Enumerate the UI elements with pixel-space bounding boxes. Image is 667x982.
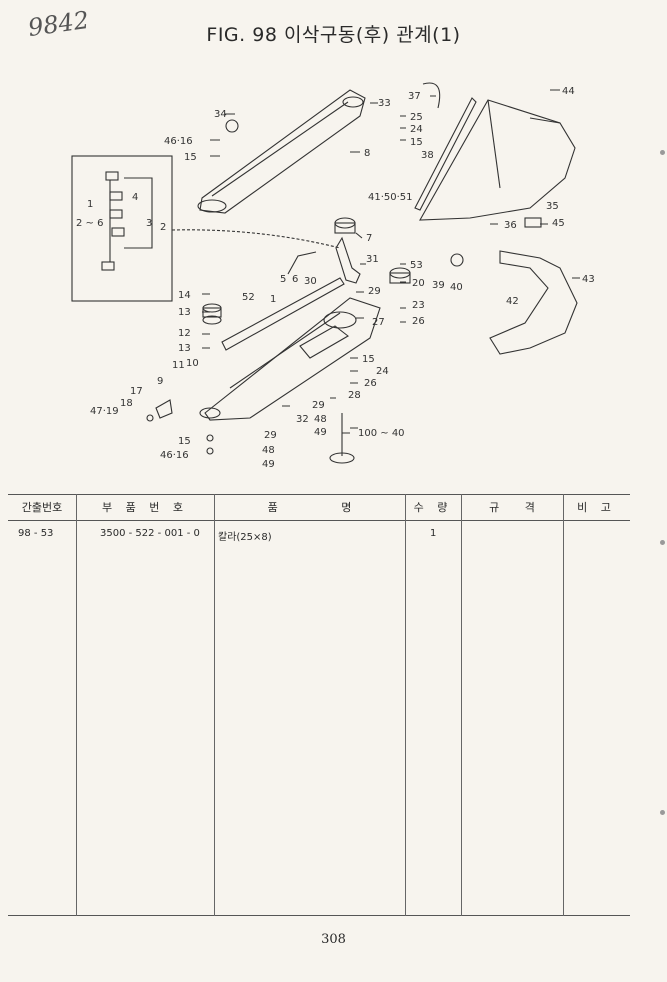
label-2: 2 bbox=[160, 222, 166, 233]
label-11: 11 bbox=[172, 360, 185, 371]
label-27: 27 bbox=[372, 317, 385, 328]
lower-chain-case bbox=[204, 297, 381, 421]
label-37: 37 bbox=[408, 91, 421, 102]
label-39: 39 bbox=[432, 280, 445, 291]
label-2-6: 2 ~ 6 bbox=[76, 218, 103, 229]
label-28: 28 bbox=[348, 390, 361, 401]
parts-table: 간출번호 부 품 번 호 품 명 수 량 규 격 비 고 98 - 53 350… bbox=[8, 494, 630, 916]
label-13: 13 bbox=[178, 307, 191, 318]
label-29: 29 bbox=[368, 286, 381, 297]
label-29b: 29 bbox=[312, 400, 325, 411]
row-name: 칼라(25×8) bbox=[218, 532, 272, 543]
row-part-no: 3500 - 522 - 001 - 0 bbox=[100, 528, 200, 539]
label-25: 25 bbox=[410, 112, 423, 123]
label-10: 10 bbox=[186, 358, 199, 369]
label-30: 30 bbox=[304, 276, 317, 287]
figure-title: FIG. 98 이삭구동(후) 관계(1) bbox=[206, 24, 461, 46]
page-number: 308 bbox=[321, 932, 346, 947]
label-24b: 24 bbox=[376, 366, 389, 377]
label-46-16: 46·16 bbox=[164, 136, 193, 147]
label-26: 26 bbox=[412, 316, 425, 327]
label-8: 8 bbox=[364, 148, 370, 159]
label-15b: 15 bbox=[410, 137, 423, 148]
label-15c: 15 bbox=[362, 354, 375, 365]
label-52: 52 bbox=[242, 292, 255, 303]
header-spec: 규 격 bbox=[489, 501, 535, 514]
label-23: 23 bbox=[412, 300, 425, 311]
row-qty: 1 bbox=[430, 528, 437, 539]
binding-hole bbox=[660, 810, 665, 815]
upper-chain-case bbox=[199, 89, 366, 214]
binding-hole bbox=[660, 150, 665, 155]
label-34: 34 bbox=[214, 109, 227, 120]
label-42: 42 bbox=[506, 296, 519, 307]
header-note: 비 고 bbox=[577, 501, 616, 514]
header-name: 품 명 bbox=[267, 501, 352, 514]
label-13b: 13 bbox=[178, 343, 191, 354]
label-17: 17 bbox=[130, 386, 143, 397]
label-47-19: 47·19 bbox=[90, 406, 119, 417]
guide-plate bbox=[221, 277, 345, 351]
label-1: 1 bbox=[87, 199, 93, 210]
label-24: 24 bbox=[410, 124, 423, 135]
label-48b: 48 bbox=[262, 445, 275, 456]
label-36: 36 bbox=[504, 220, 517, 231]
label-9: 9 bbox=[157, 376, 163, 387]
label-45: 45 bbox=[552, 218, 565, 229]
detail-box bbox=[71, 155, 173, 302]
binding-hole bbox=[660, 540, 665, 545]
label-33: 33 bbox=[378, 98, 391, 109]
label-43: 43 bbox=[582, 274, 595, 285]
label-38: 38 bbox=[421, 150, 434, 161]
label-5: 5 bbox=[280, 274, 286, 285]
label-3: 3 bbox=[146, 218, 152, 229]
label-100-40: 100 ~ 40 bbox=[358, 428, 405, 439]
label-53: 53 bbox=[410, 260, 423, 271]
label-29c: 29 bbox=[264, 430, 277, 441]
upper-cover bbox=[419, 99, 576, 221]
label-44: 44 bbox=[562, 86, 575, 97]
label-18: 18 bbox=[120, 398, 133, 409]
label-15: 15 bbox=[184, 152, 197, 163]
label-14: 14 bbox=[178, 290, 191, 301]
label-32: 32 bbox=[296, 414, 309, 425]
label-41-50-51: 41·50·51 bbox=[368, 192, 413, 203]
label-6: 6 bbox=[292, 274, 298, 285]
label-40: 40 bbox=[450, 282, 463, 293]
lower-cover bbox=[489, 250, 578, 355]
label-35: 35 bbox=[546, 201, 559, 212]
label-15d: 15 bbox=[178, 436, 191, 447]
label-12: 12 bbox=[178, 328, 191, 339]
label-20: 20 bbox=[412, 278, 425, 289]
label-48: 48 bbox=[314, 414, 327, 425]
label-4: 4 bbox=[132, 192, 138, 203]
header-part-no: 부 품 번 호 bbox=[102, 501, 188, 514]
row-ref: 98 - 53 bbox=[18, 528, 54, 539]
label-26b: 26 bbox=[364, 378, 377, 389]
label-7: 7 bbox=[366, 233, 372, 244]
label-49: 49 bbox=[314, 427, 327, 438]
callout-labels: 33 34 46·16 15 8 37 25 24 15 38 44 35 45… bbox=[76, 86, 595, 470]
label-49b: 49 bbox=[262, 459, 275, 470]
guide-rail bbox=[414, 97, 477, 211]
label-1b: 1 bbox=[270, 294, 276, 305]
header-ref: 간출번호 bbox=[21, 501, 63, 514]
label-46-16b: 46·16 bbox=[160, 450, 189, 461]
label-31: 31 bbox=[366, 254, 379, 265]
header-qty: 수 량 bbox=[413, 501, 453, 514]
exploded-parts-diagram: 33 34 46·16 15 8 37 25 24 15 38 44 35 45… bbox=[71, 82, 595, 470]
